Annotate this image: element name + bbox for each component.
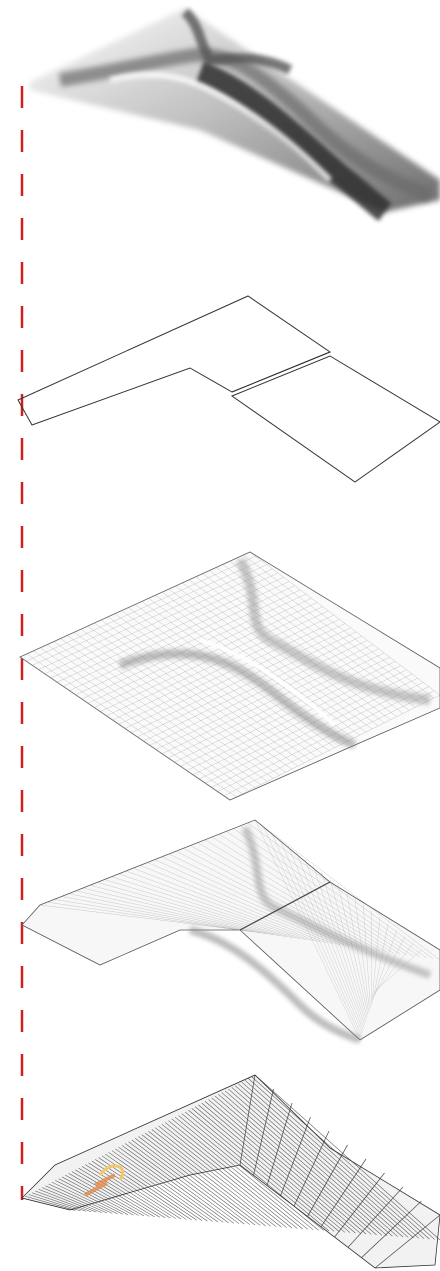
wireframe-slice-model — [22, 1075, 440, 1268]
terrain-mesh-surface — [20, 552, 440, 800]
flat-boundary-plan — [18, 296, 440, 482]
folded-mesh-surface — [22, 820, 440, 1040]
terrain-height-map — [30, 8, 440, 212]
